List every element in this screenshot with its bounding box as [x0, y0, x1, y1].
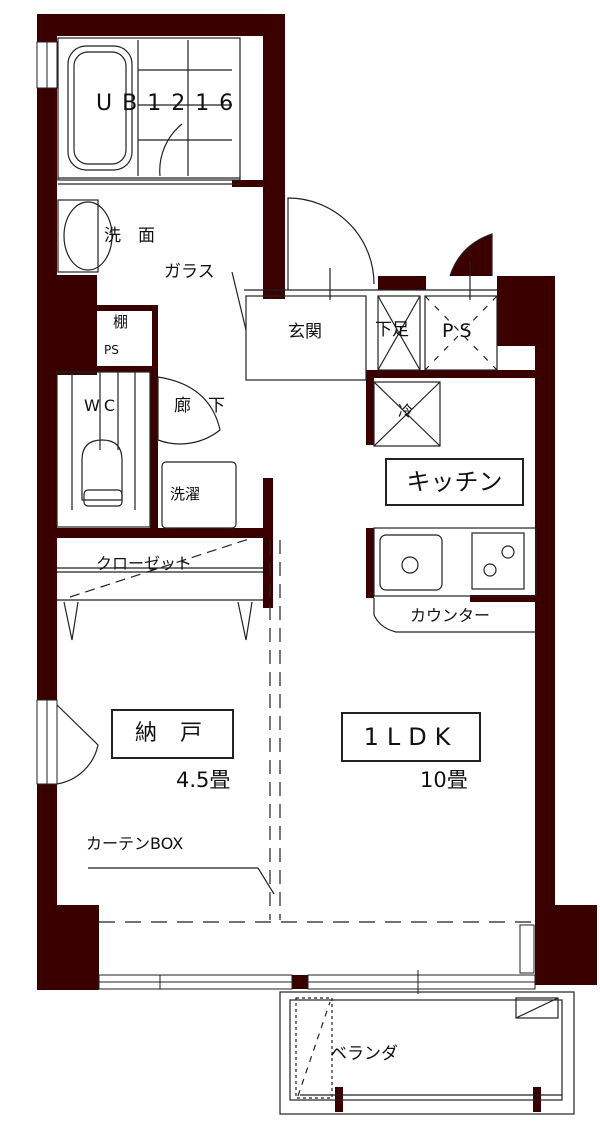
bath-label: UB1216 — [96, 91, 244, 116]
veranda-label: ベランダ — [330, 1044, 398, 1064]
closet-label: クローゼット — [96, 554, 193, 573]
glass-label: ガラス — [164, 262, 215, 282]
ldk-size: 10畳 — [420, 768, 468, 792]
fridge-label: 冷 — [398, 402, 414, 420]
ps-small-label: PS — [104, 343, 119, 357]
curtain-box-label: カーテンBOX — [86, 834, 184, 853]
storage-room-label: 納 戸 — [111, 709, 234, 759]
storage-room-size: 4.5畳 — [176, 768, 231, 792]
windows — [36, 41, 536, 994]
ldk-label: 1LDK — [341, 712, 481, 762]
laundry-label: 洗濯 — [170, 485, 201, 503]
fixtures — [56, 37, 575, 1115]
shelf-label: 棚 — [113, 313, 129, 331]
entrance-label: 玄関 — [288, 322, 322, 342]
washroom-label: 洗 面 — [104, 226, 155, 246]
shoe-box-label: 下足 — [375, 320, 409, 340]
kitchen-label: キッチン — [385, 458, 524, 506]
counter-label: カウンター — [410, 606, 491, 625]
walls — [37, 14, 597, 1112]
wc-label: WC — [84, 396, 119, 415]
pipe-space-label: PS — [442, 320, 478, 342]
hallway-label: 廊 下 — [174, 396, 225, 416]
